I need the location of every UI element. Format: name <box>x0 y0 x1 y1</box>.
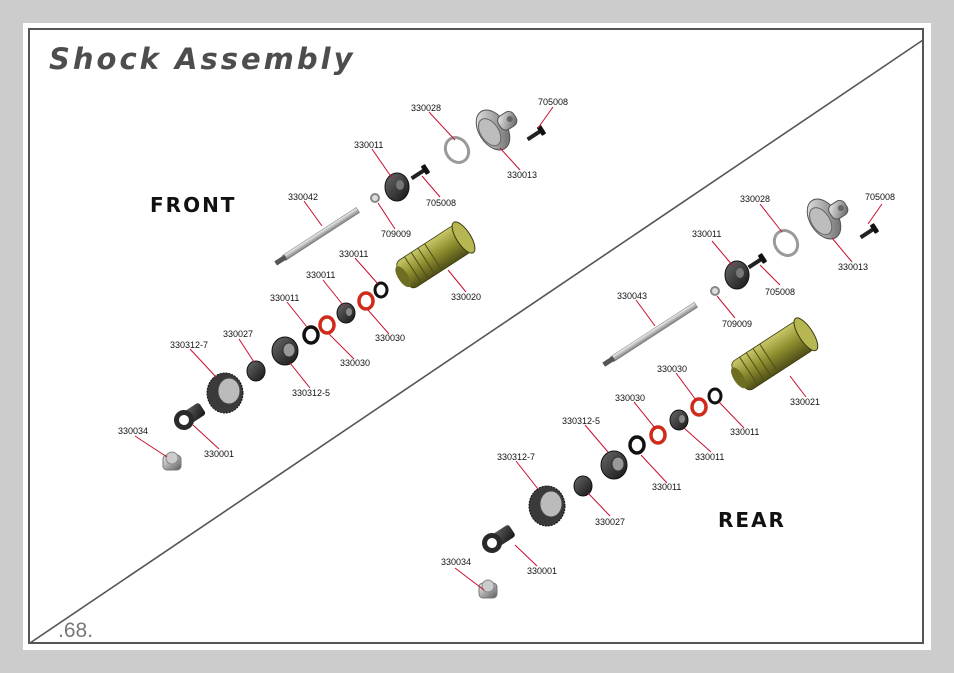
front-label-330027: 330027 <box>223 329 253 339</box>
front-callouts <box>134 106 554 458</box>
rear-screw-cap <box>859 223 879 240</box>
rear-oring <box>772 229 800 257</box>
page-number: .68. <box>58 619 94 642</box>
front-parts <box>162 109 546 471</box>
rear-label-330011a: 330011 <box>692 229 721 239</box>
front-red-oring-a <box>357 291 375 311</box>
rear-label-330001: 330001 <box>527 566 557 576</box>
rear-label-330011c: 330011 <box>695 452 724 462</box>
rear-labels: 330028 705008 330011 330013 705008 33004… <box>441 192 895 576</box>
front-label-330020: 330020 <box>451 292 481 302</box>
rear-red-oring-a <box>690 397 708 417</box>
front-label-709009: 709009 <box>381 229 411 239</box>
front-shock-shaft <box>274 207 360 266</box>
front-label-330042: 330042 <box>288 192 318 202</box>
rear-label-330030a: 330030 <box>657 364 687 374</box>
front-shock-body <box>395 221 476 289</box>
section-label-rear: REAR <box>718 508 786 532</box>
front-red-oring-b <box>318 315 336 335</box>
front-bump-stop <box>246 360 266 382</box>
rear-bump-stop <box>573 475 593 497</box>
rear-label-330028: 330028 <box>740 194 770 204</box>
front-rod-end <box>174 403 206 430</box>
rear-label-330013: 330013 <box>838 262 868 272</box>
rear-label-705008b: 705008 <box>765 287 795 297</box>
rear-shock-cap <box>806 198 849 240</box>
front-label-330011b: 330011 <box>339 249 368 259</box>
front-screw-piston <box>410 164 430 181</box>
front-label-330011c: 330011 <box>306 270 335 280</box>
rear-parts <box>478 198 879 599</box>
front-pivot-ball <box>162 451 182 471</box>
rear-label-330021: 330021 <box>790 397 820 407</box>
front-label-705008a: 705008 <box>538 97 568 107</box>
front-piston <box>384 172 410 202</box>
rear-screw-piston <box>747 253 767 270</box>
front-label-330030a: 330030 <box>375 333 405 343</box>
rear-callouts <box>454 203 883 591</box>
rear-shock-shaft <box>602 301 698 367</box>
rear-shock-body <box>731 317 819 391</box>
front-ring-small <box>373 281 389 299</box>
rear-label-330043: 330043 <box>617 291 647 301</box>
rear-label-330034: 330034 <box>441 557 471 567</box>
front-screw-cap <box>526 125 546 142</box>
section-label-front: FRONT <box>150 193 237 217</box>
front-ring <box>302 325 320 345</box>
front-label-330034: 330034 <box>118 426 148 436</box>
rear-cartridge <box>600 450 628 480</box>
front-shock-cap <box>475 109 518 151</box>
front-label-330011a: 330011 <box>354 140 383 150</box>
divider-line <box>29 39 924 644</box>
page-title: Shock Assembly <box>49 42 356 76</box>
rear-label-705008a: 705008 <box>865 192 895 202</box>
front-label-330312-5: 330312-5 <box>292 388 330 398</box>
rear-label-709009: 709009 <box>722 319 752 329</box>
front-label-330011d: 330011 <box>270 293 299 303</box>
rear-label-330011b: 330011 <box>730 427 759 437</box>
rear-ring <box>628 435 646 455</box>
rear-collar <box>528 485 566 527</box>
rear-label-330312-7: 330312-7 <box>497 452 535 462</box>
rear-red-oring-b <box>649 425 667 445</box>
rear-label-330011d: 330011 <box>652 482 681 492</box>
rear-pivot-ball <box>478 579 498 599</box>
front-label-330312-7: 330312-7 <box>170 340 208 350</box>
front-cartridge <box>271 336 299 366</box>
rear-label-330312-5: 330312-5 <box>562 416 600 426</box>
front-label-330013: 330013 <box>507 170 537 180</box>
rear-ring-small <box>707 387 723 405</box>
front-label-330001: 330001 <box>204 449 234 459</box>
rear-label-330030b: 330030 <box>615 393 645 403</box>
front-oring <box>443 136 471 164</box>
front-label-705008b: 705008 <box>426 198 456 208</box>
front-label-330030b: 330030 <box>340 358 370 368</box>
front-washer <box>370 193 380 203</box>
front-label-330028: 330028 <box>411 103 441 113</box>
rear-label-330027: 330027 <box>595 517 625 527</box>
front-labels: 330028 705008 330011 330013 705008 33004… <box>118 97 568 459</box>
rear-washer <box>710 286 720 296</box>
front-spacer <box>336 302 356 324</box>
rear-piston <box>724 260 750 290</box>
front-collar <box>206 372 244 414</box>
rear-spacer <box>669 409 689 431</box>
rear-rod-end <box>482 525 515 553</box>
page-frame <box>28 28 924 644</box>
